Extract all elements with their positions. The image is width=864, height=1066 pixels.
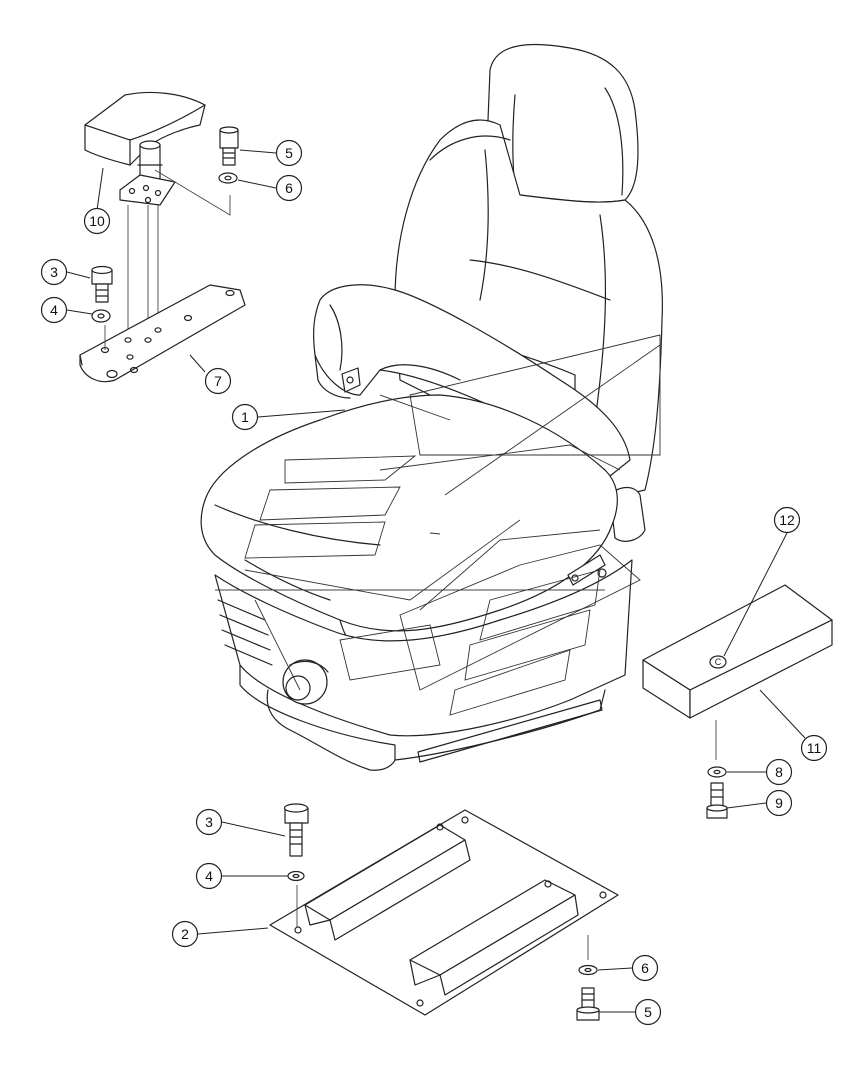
- svg-text:1: 1: [241, 409, 249, 425]
- svg-text:3: 3: [205, 814, 213, 830]
- bolt-3-left: [91, 265, 113, 303]
- svg-text:7: 7: [214, 373, 222, 389]
- callout-12: 12: [773, 506, 801, 534]
- armrest-assembly: [79, 91, 246, 383]
- callout-8: 8: [765, 758, 793, 786]
- seat-cushion: [200, 394, 618, 632]
- callout-3-left: 3: [40, 258, 68, 286]
- callout-1: 1: [231, 403, 259, 431]
- leader-lines: [66, 149, 806, 1013]
- svg-text:11: 11: [807, 740, 822, 756]
- callout-9: 9: [765, 789, 793, 817]
- callout-11: 11: [800, 734, 828, 762]
- box-mark-label: C: [715, 657, 722, 667]
- callout-3-bottom: 3: [195, 808, 223, 836]
- callout-4-bottom: 4: [195, 862, 223, 890]
- callout-6-top: 6: [275, 174, 303, 202]
- armrest-base-plate: [79, 284, 246, 383]
- bolt-3-bottom: [283, 803, 309, 857]
- svg-text:6: 6: [285, 180, 293, 196]
- svg-text:6: 6: [641, 960, 649, 976]
- seat-armrest-latch: [609, 486, 646, 542]
- svg-text:4: 4: [205, 868, 213, 884]
- bolt-5-top: [219, 126, 239, 166]
- svg-text:4: 4: [50, 302, 58, 318]
- svg-text:2: 2: [181, 926, 189, 942]
- armrest-pad: [84, 91, 206, 166]
- washer-8: [707, 766, 727, 778]
- washer-4-left: [91, 309, 111, 323]
- seat: [200, 43, 663, 771]
- callout-5-bottom: 5: [634, 998, 662, 1026]
- callout-7: 7: [204, 367, 232, 395]
- callout-2: 2: [171, 920, 199, 948]
- svg-text:5: 5: [285, 145, 293, 161]
- callout-6-bottom: 6: [631, 954, 659, 982]
- svg-text:8: 8: [775, 764, 783, 780]
- washer-4-bottom: [287, 870, 305, 882]
- svg-text:3: 3: [50, 264, 58, 280]
- bolt-5-bottom: [576, 987, 600, 1021]
- svg-text:9: 9: [775, 795, 783, 811]
- callout-10: 10: [83, 207, 111, 235]
- base-plate: [269, 809, 619, 1016]
- callout-5-top: 5: [275, 139, 303, 167]
- storage-box: C: [642, 584, 833, 760]
- washer-6-bottom: [578, 964, 598, 976]
- seat-cover-outlines: [244, 334, 661, 691]
- callout-4-left: 4: [40, 296, 68, 324]
- svg-text:10: 10: [89, 213, 105, 229]
- svg-text:5: 5: [644, 1004, 652, 1020]
- bolt-9: [706, 782, 728, 819]
- svg-text:12: 12: [779, 512, 795, 528]
- washer-6-top: [218, 172, 238, 184]
